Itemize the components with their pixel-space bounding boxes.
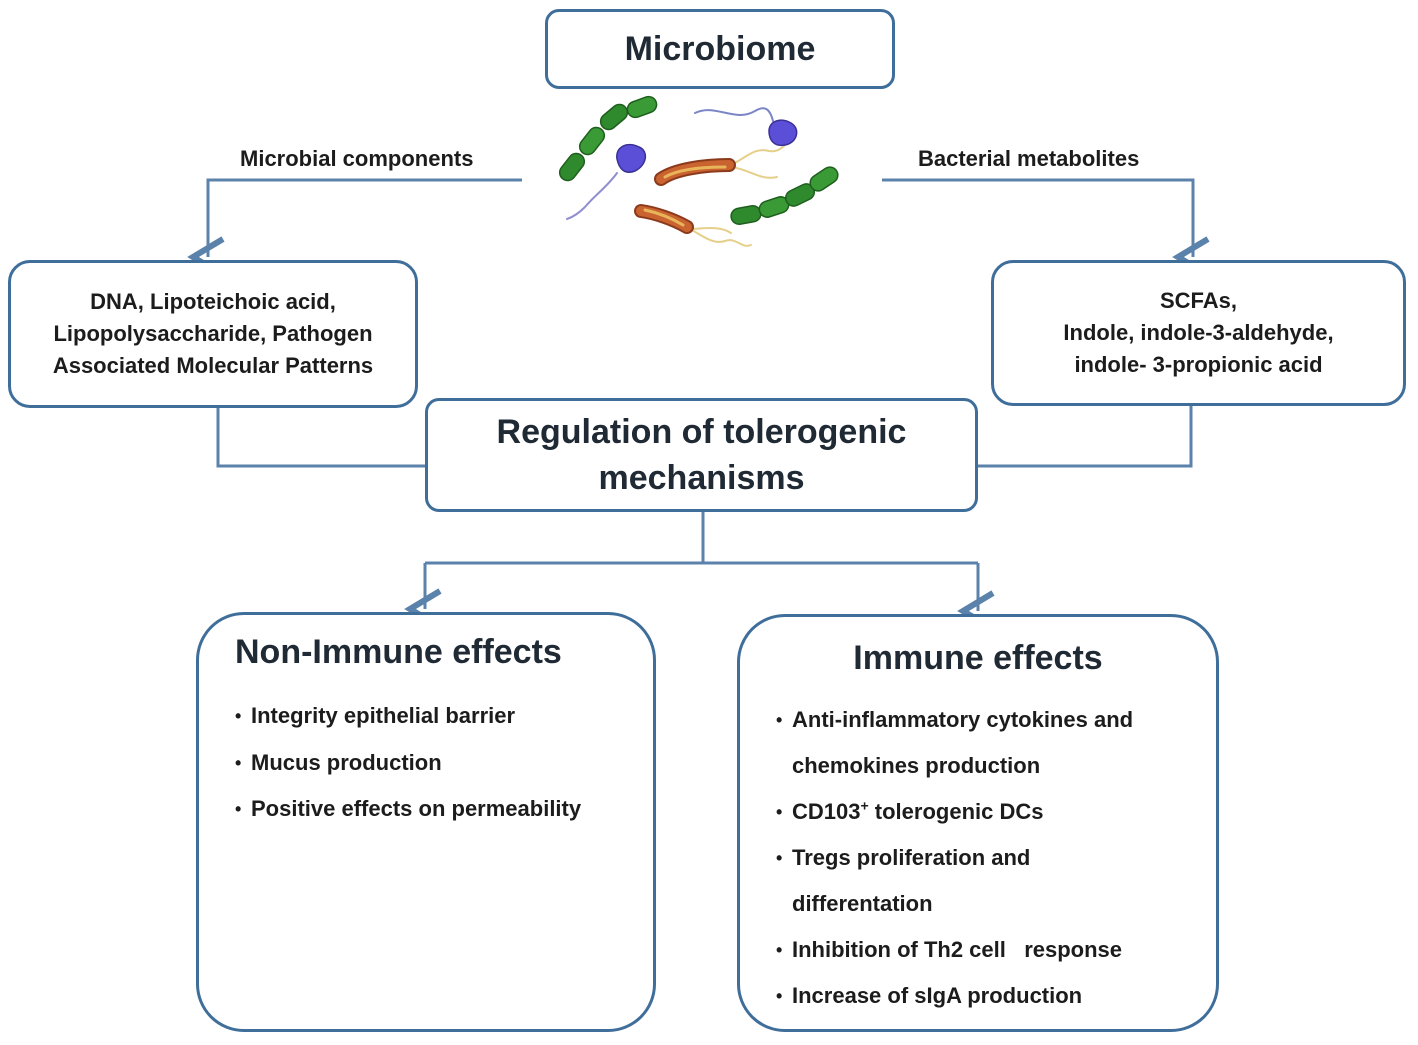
item-text: Tregs proliferation and — [792, 845, 1031, 870]
item-text-continued: chemokines production — [792, 753, 1041, 778]
regulation-line-1: Regulation of tolerogenic — [496, 413, 907, 451]
microbiome-title: Microbiome — [624, 29, 816, 68]
item-text: Inhibition of Th2 cell response — [792, 937, 1123, 962]
list-item: Inhibition of Th2 cell response — [776, 927, 1133, 973]
list-item: Integrity epithelial barrier — [235, 693, 581, 740]
components-line-1: DNA, Lipoteichoic acid, — [90, 289, 336, 314]
list-item: Mucus production — [235, 740, 581, 787]
bacteria-illustration — [558, 95, 839, 247]
non-immune-list: Integrity epithelial barrier Mucus produ… — [235, 693, 581, 833]
item-text: CD103 — [792, 799, 861, 824]
item-text-continued: differentation — [792, 891, 933, 916]
arrow-to-components — [187, 178, 522, 278]
components-line-3: Associated Molecular Patterns — [52, 353, 374, 378]
list-item: Increase of sIgA production — [776, 973, 1133, 1019]
list-item: CD103+ tolerogenic DCs — [776, 789, 1133, 835]
item-text: Anti-inflammatory cytokines and — [792, 707, 1134, 732]
immune-title: Immune effects — [853, 639, 1103, 677]
bacterial-metabolites-box: SCFAs, Indole, indole-3-aldehyde, indole… — [991, 260, 1406, 406]
metabolites-line-1: SCFAs, — [1159, 288, 1238, 313]
non-immune-effects-box: Non-Immune effects Integrity epithelial … — [196, 612, 656, 1032]
metabolites-line-3: indole- 3-propionic acid — [1074, 352, 1323, 377]
item-text: Increase of sIgA production — [792, 983, 1083, 1008]
bacterial-metabolites-label: Bacterial metabolites — [918, 146, 1140, 171]
immune-effects-box: Immune effects Anti-inflammatory cytokin… — [737, 614, 1219, 1032]
regulation-line-2: mechanisms — [598, 459, 805, 497]
line-components-to-regulation — [216, 408, 425, 468]
components-line-2: Lipopolysaccharide, Pathogen — [53, 321, 373, 346]
list-item: Anti-inflammatory cytokines and chemokin… — [776, 697, 1133, 789]
microbial-components-box: DNA, Lipoteichoic acid, Lipopolysacchari… — [8, 260, 418, 408]
line-metabolites-to-regulation — [978, 406, 1193, 468]
superscript: + — [860, 797, 869, 814]
immune-list: Anti-inflammatory cytokines and chemokin… — [776, 697, 1133, 1019]
regulation-box: Regulation of tolerogenic mechanisms — [425, 398, 978, 512]
list-item: Positive effects on permeability — [235, 786, 581, 833]
item-text: tolerogenic DCs — [868, 799, 1044, 824]
list-item: Tregs proliferation and differentation — [776, 835, 1133, 927]
arrow-to-metabolites — [882, 178, 1210, 278]
microbiome-box: Microbiome — [545, 9, 895, 89]
metabolites-line-2: Indole, indole-3-aldehyde, — [1063, 320, 1334, 345]
microbial-components-label: Microbial components — [240, 146, 474, 171]
non-immune-title: Non-Immune effects — [235, 633, 562, 671]
